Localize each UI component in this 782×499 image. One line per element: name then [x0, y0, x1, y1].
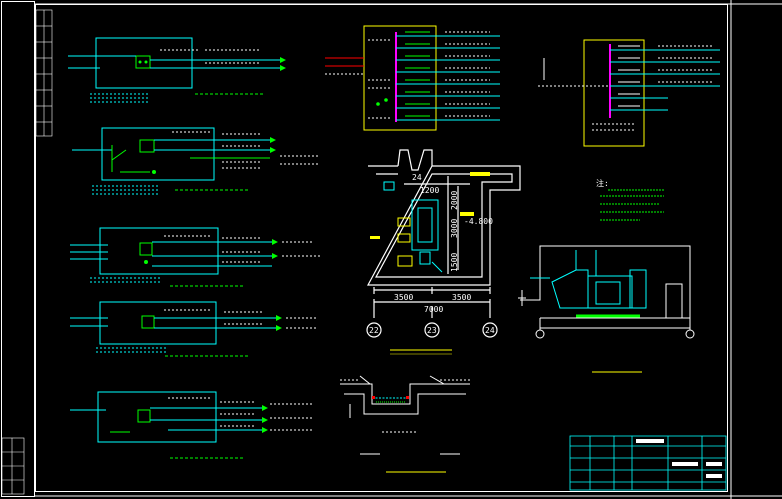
plan-title-underline — [390, 349, 452, 355]
panel-a-markers — [376, 98, 388, 106]
pump-elevation-section — [518, 245, 695, 373]
schematic-4-endpoints — [276, 315, 282, 331]
notes-title: 注: — [596, 178, 609, 188]
schematic-2-endpoints — [152, 137, 276, 174]
pump-room-labels: 24 1200 2000 3000 1500 -4.800 3500 3500 … — [369, 173, 495, 335]
sump-section-detail — [340, 375, 470, 473]
axis-24: 24 — [485, 326, 495, 335]
panel-b-schematic — [538, 39, 720, 147]
axis-22: 22 — [369, 326, 379, 335]
pump-room-tags — [370, 172, 490, 239]
distribution-schematic-2 — [72, 127, 320, 195]
dim-3500-left: 3500 — [394, 293, 413, 302]
dim-1200: 1200 — [420, 186, 439, 195]
level-mark: -4.800 — [464, 217, 493, 226]
pump-unit — [383, 181, 443, 273]
title-block-fills — [636, 439, 722, 478]
panel-a-schematic — [325, 25, 500, 131]
title-block — [569, 435, 727, 491]
dim-3000: 3000 — [450, 219, 459, 238]
distribution-schematic-3 — [70, 227, 320, 287]
distribution-schematic-1 — [68, 37, 280, 103]
schematic-3-endpoints — [144, 239, 278, 264]
schematic-5-endpoints — [262, 405, 268, 433]
margin-index-strip — [1, 9, 53, 495]
dim-24: 24 — [412, 173, 422, 182]
dim-2000: 2000 — [450, 191, 459, 210]
schematic-1-endpoints — [138, 57, 286, 71]
sump-markers — [372, 396, 409, 399]
dim-1500: 1500 — [450, 253, 459, 272]
notes-block: 注: — [596, 178, 664, 221]
dim-3500-right: 3500 — [452, 293, 471, 302]
distribution-schematic-5 — [70, 391, 312, 459]
distribution-schematic-4 — [70, 301, 316, 357]
axis-23: 23 — [427, 326, 437, 335]
dim-7000: 7000 — [424, 305, 443, 314]
pump-room-plan — [366, 149, 521, 338]
